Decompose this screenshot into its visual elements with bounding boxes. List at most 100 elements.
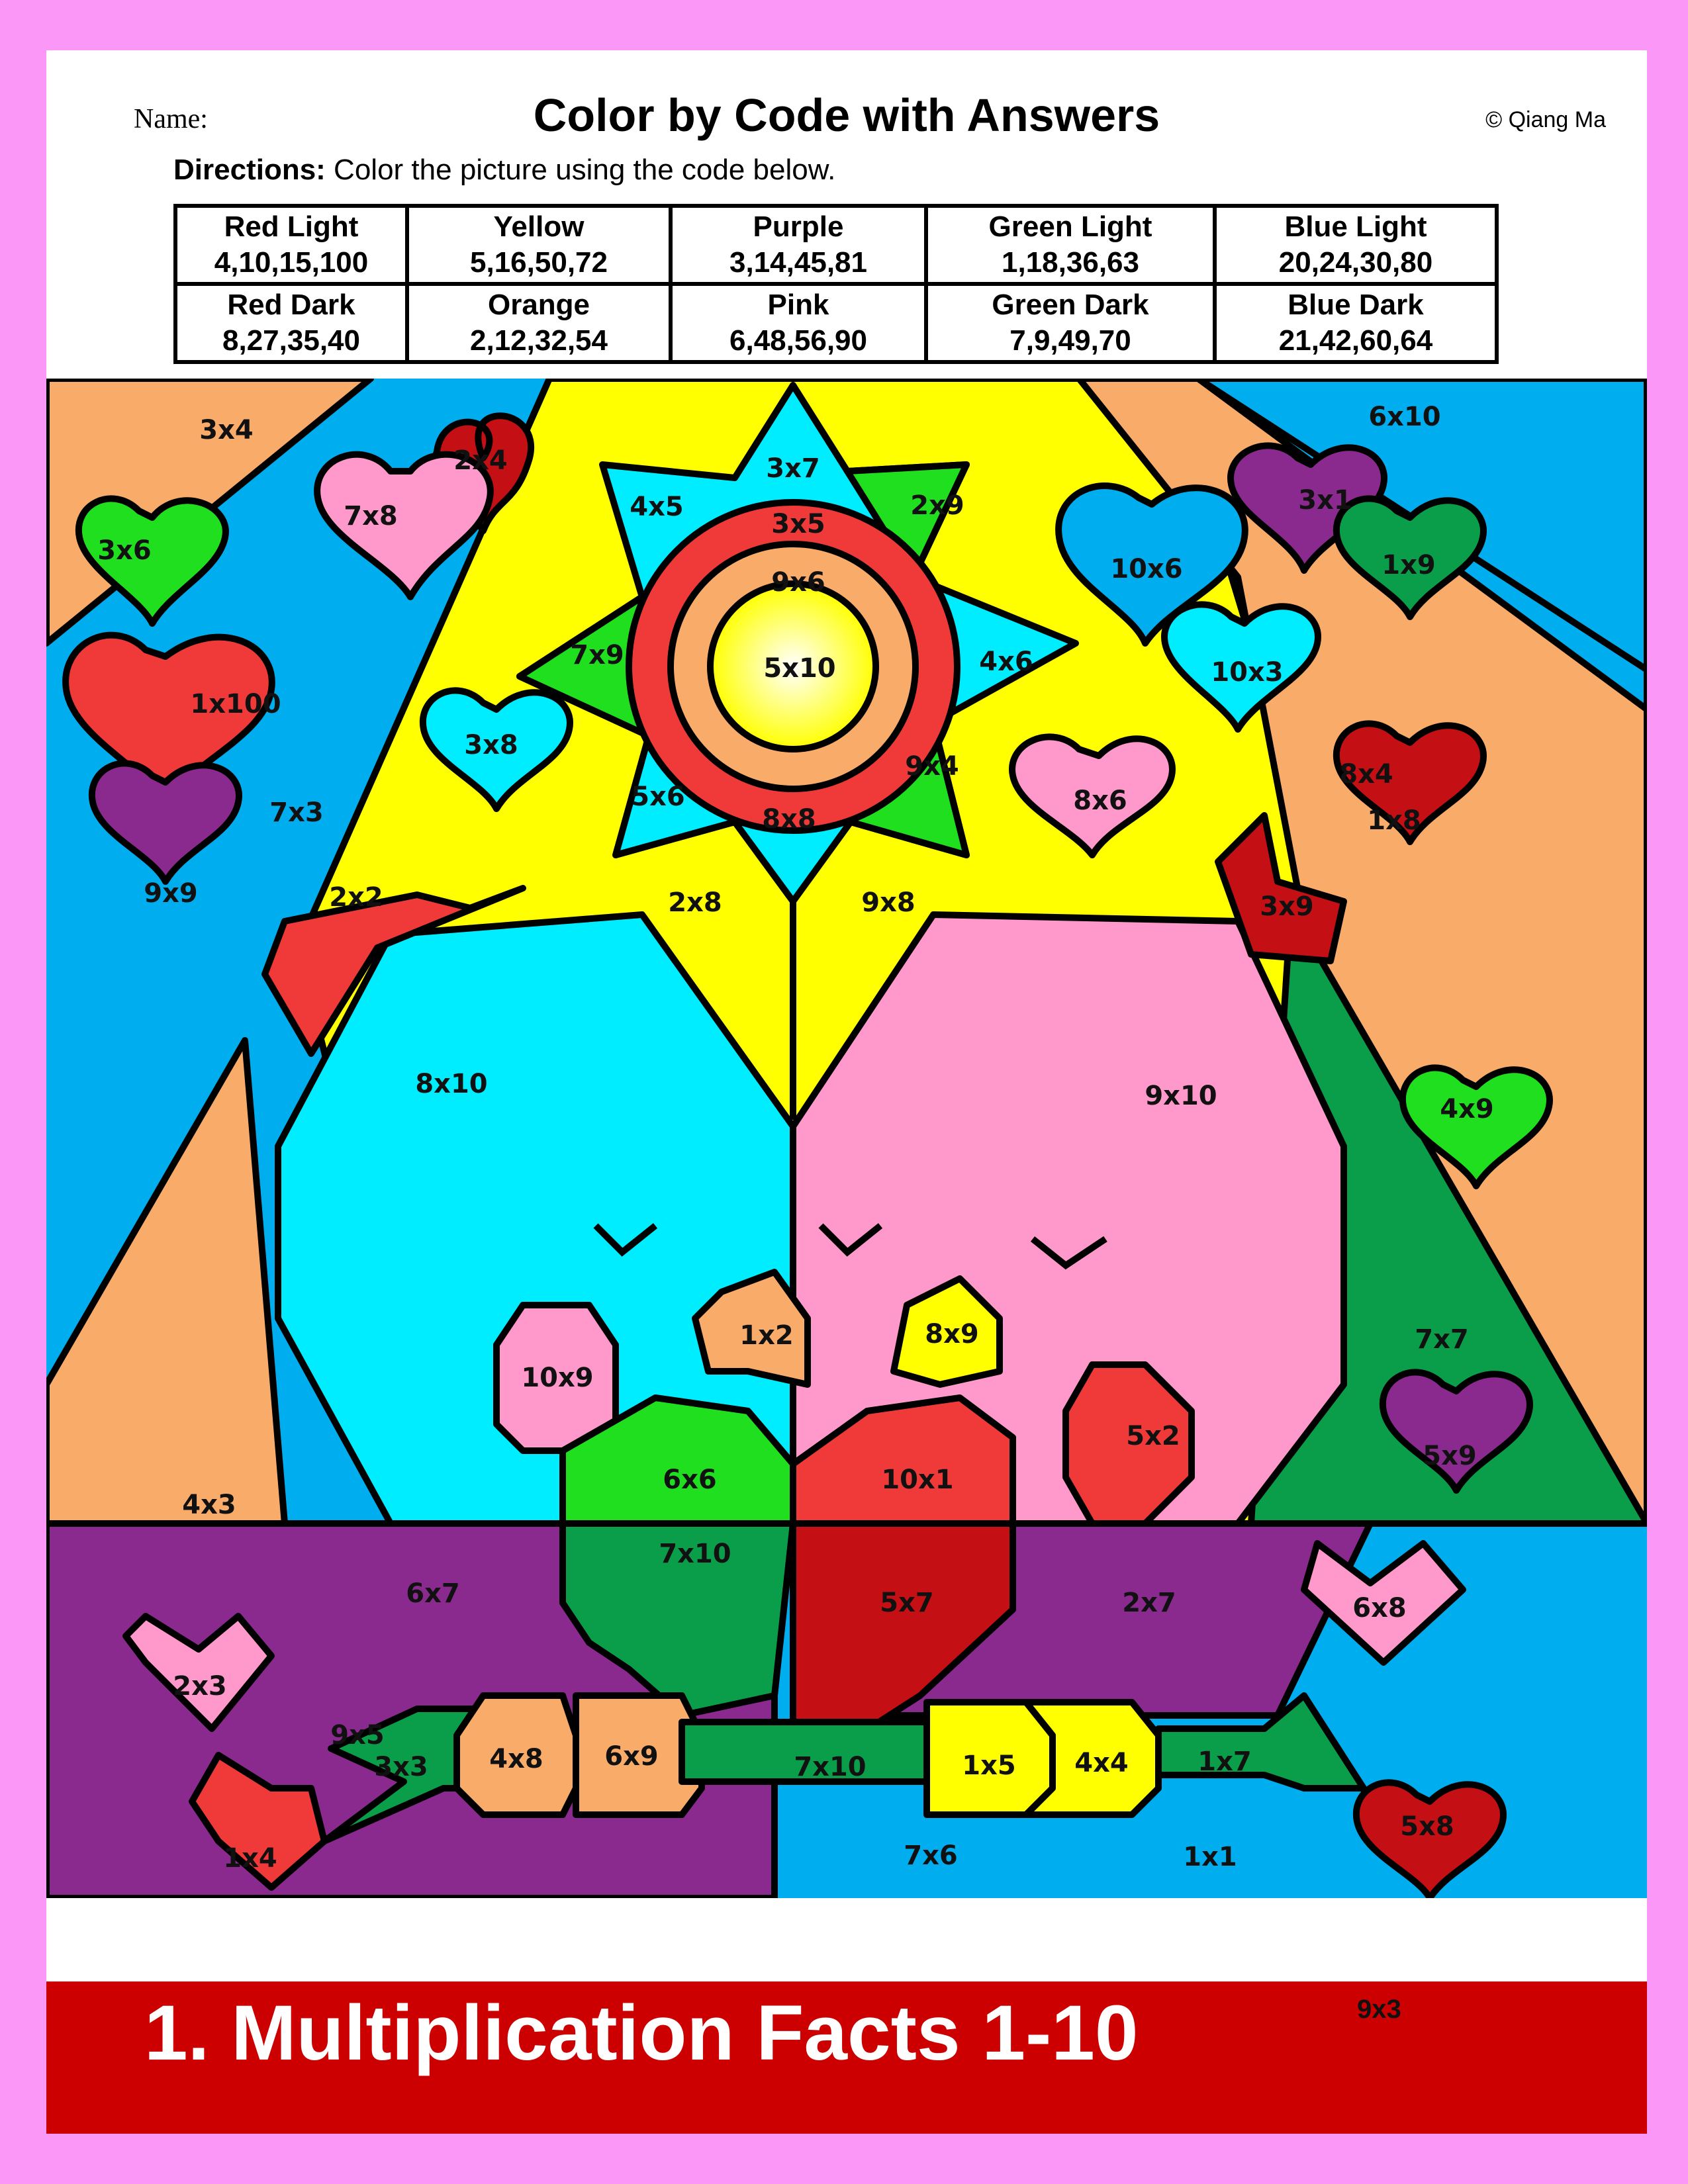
heart-7x8 — [314, 451, 494, 600]
label-8x9: 8x9 — [925, 1319, 978, 1349]
label-2x3: 2x3 — [173, 1671, 226, 1702]
label-3x7: 3x7 — [766, 453, 820, 484]
label-1x2: 1x2 — [739, 1320, 793, 1351]
directions-heading: Directions: — [173, 154, 326, 186]
label-1x7: 1x7 — [1197, 1747, 1251, 1777]
label-8x4: 8x4 — [1339, 759, 1393, 790]
label-9x4: 9x4 — [905, 751, 959, 782]
heart-3x8 — [419, 687, 573, 812]
directions: Directions: Color the picture using the … — [173, 154, 835, 187]
heart-6x8 — [1301, 1540, 1466, 1666]
label-10x3: 10x3 — [1211, 657, 1283, 688]
label-7x6: 7x6 — [904, 1841, 957, 1871]
heart-3x1 — [1227, 442, 1387, 574]
label-1x8: 1x8 — [1367, 805, 1421, 836]
label-3x9: 3x9 — [1260, 891, 1313, 922]
label-4x3: 4x3 — [182, 1490, 236, 1520]
worksheet-header: Name: Color by Code with Answers © Qiang… — [46, 50, 1647, 381]
label-9x8: 9x8 — [861, 887, 915, 918]
label-1x100: 1x100 — [190, 689, 281, 719]
label-10x6: 10x6 — [1110, 554, 1182, 584]
label-5x9: 5x9 — [1423, 1441, 1476, 1471]
heart-1x1 — [1138, 1809, 1285, 1898]
arrow-shaft-6x9 — [573, 1692, 705, 1818]
label-4x9: 4x9 — [1440, 1094, 1493, 1124]
label-5x2: 5x2 — [1126, 1421, 1180, 1451]
label-2x9: 2x9 — [910, 490, 964, 521]
heart-10x6 — [1055, 482, 1248, 647]
label-5x10: 5x10 — [763, 653, 835, 684]
label-3x5: 3x5 — [771, 509, 825, 539]
label-9x9: 9x9 — [144, 878, 197, 909]
arrow-shaft-4x8 — [453, 1692, 579, 1818]
picture-svg: 3x4 2x4 7x8 3x6 1x100 7x3 3x8 9x9 3x7 4x… — [46, 379, 1647, 1898]
copyright-notice: © Qiang Ma — [1485, 107, 1606, 132]
label-3x8: 3x8 — [464, 730, 518, 760]
label-1x4: 1x4 — [223, 1843, 277, 1874]
label-5x8: 5x8 — [1400, 1811, 1454, 1842]
footer-band — [46, 1981, 1647, 2134]
label-6x7: 6x7 — [406, 1578, 459, 1609]
label-7x10-shaft: 7x10 — [794, 1752, 866, 1782]
heart-1x9 — [1333, 495, 1487, 620]
label-4x6: 4x6 — [979, 647, 1033, 677]
label-1x5: 1x5 — [962, 1751, 1015, 1781]
label-8x6: 8x6 — [1073, 786, 1127, 816]
region-left-orange — [46, 1037, 288, 1527]
label-10x1: 10x1 — [881, 1465, 953, 1495]
label-3x1: 3x1 — [1298, 485, 1352, 516]
label-4x8: 4x8 — [489, 1744, 543, 1774]
directions-text: Color the picture using the code below. — [325, 154, 836, 186]
bird-right-eye-left — [818, 1223, 883, 1257]
heart-4x9 — [1399, 1064, 1553, 1189]
label-9x6: 9x6 — [771, 567, 825, 598]
worksheet: Name: Color by Code with Answers © Qiang… — [46, 50, 1647, 2134]
label-2x2: 2x2 — [329, 882, 383, 913]
arrow-fletching — [1155, 1692, 1367, 1792]
label-2x7: 2x7 — [1122, 1588, 1176, 1618]
label-2x8: 2x8 — [668, 887, 722, 918]
label-1x1: 1x1 — [1183, 1842, 1237, 1872]
label-8x8: 8x8 — [762, 804, 816, 835]
bird-right-eye-right — [1030, 1236, 1107, 1270]
bird-left-eye — [593, 1223, 658, 1257]
footer-title: 1. Multiplication Facts 1-10 — [144, 1989, 1139, 2077]
heart-10x3 — [1161, 601, 1321, 733]
label-6x10: 6x10 — [1368, 402, 1440, 432]
label-6x9: 6x9 — [604, 1741, 658, 1772]
label-5x7: 5x7 — [880, 1588, 933, 1618]
label-9x5: 9x5 — [330, 1720, 384, 1751]
label-3x3: 3x3 — [374, 1752, 428, 1782]
beak-left — [692, 1269, 811, 1388]
bird-left-hat — [261, 885, 526, 1057]
label-3x6: 3x6 — [97, 535, 151, 566]
label-9x10: 9x10 — [1145, 1081, 1217, 1111]
sun-core — [707, 580, 879, 752]
label-3x4: 3x4 — [199, 415, 253, 445]
heart-2x3 — [122, 1613, 275, 1732]
heart-5x9 — [1379, 1369, 1533, 1494]
heart-1x8 — [1333, 720, 1487, 845]
label-8x10: 8x10 — [415, 1069, 487, 1099]
label-7x3: 7x3 — [269, 797, 323, 828]
label-2x4: 2x4 — [453, 445, 507, 476]
heart-8x6 — [1009, 733, 1176, 858]
label-1x9: 1x9 — [1382, 550, 1435, 580]
label-6x8: 6x8 — [1352, 1593, 1406, 1623]
label-4x4: 4x4 — [1074, 1748, 1128, 1778]
label-4x5: 4x5 — [630, 492, 683, 522]
arrow-shaft-4x4 — [1023, 1699, 1162, 1818]
heart-3x6 — [75, 495, 229, 627]
label-7x10-wing: 7x10 — [659, 1539, 731, 1569]
